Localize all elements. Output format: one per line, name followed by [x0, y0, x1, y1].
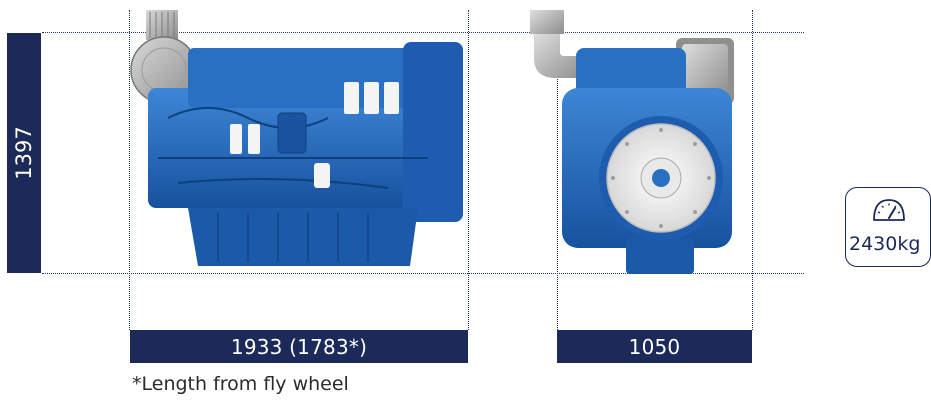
width-dimension-bar: 1050: [557, 330, 752, 363]
top-guide-line: [42, 32, 804, 33]
width-dimension-label: 1050: [628, 334, 681, 359]
height-dimension-bar: 1397: [7, 33, 41, 273]
left-length-guide: [129, 10, 130, 330]
left-width-guide: [557, 10, 558, 330]
length-dimension-label: 1933 (1783*): [230, 334, 368, 359]
right-width-guide: [752, 10, 753, 330]
weight-value: 2430kg: [849, 233, 921, 255]
height-dimension-label: 1397: [12, 126, 36, 180]
length-dimension-bar: 1933 (1783*): [130, 330, 468, 363]
gauge-icon: [873, 199, 905, 221]
weight-badge: 2430kg: [845, 187, 931, 267]
engine-front-view: [530, 10, 734, 274]
bottom-guide-line: [42, 273, 804, 274]
engine-side-view: [130, 10, 463, 266]
length-footnote: *Length from fly wheel: [132, 373, 349, 395]
right-length-guide: [468, 10, 469, 330]
